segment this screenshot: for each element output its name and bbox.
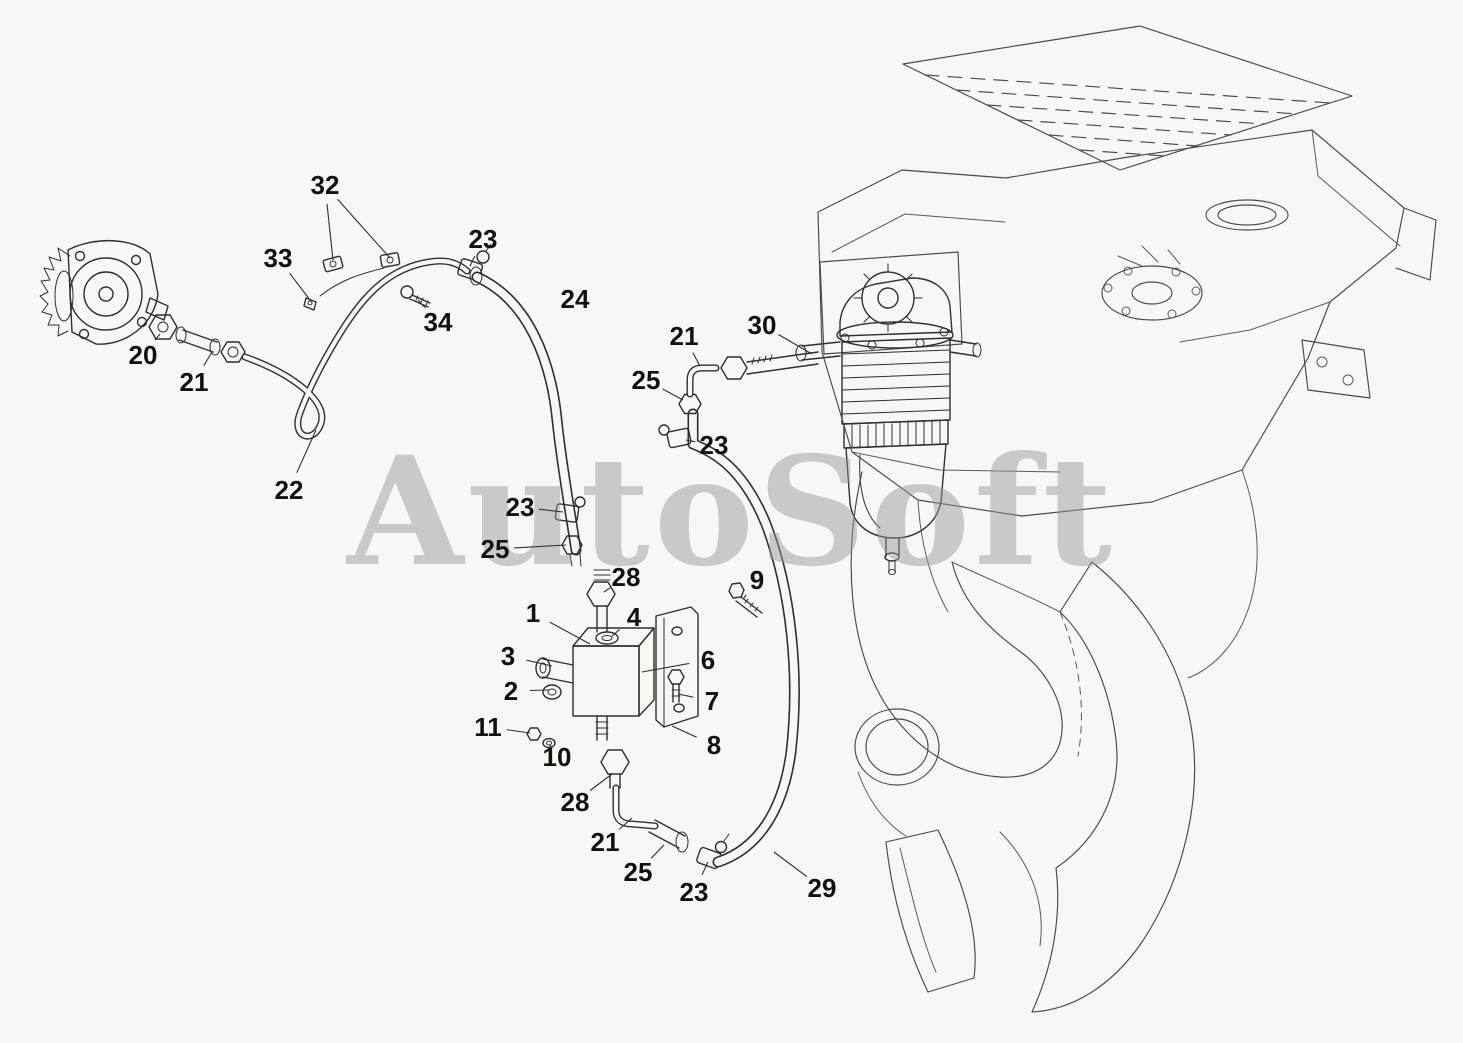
- callout-10: 10: [542, 742, 572, 772]
- filter-drawing: [795, 251, 982, 575]
- tank-structure-drawing: [817, 25, 1437, 1013]
- callout-7: 7: [704, 686, 720, 716]
- callout-23: 23: [468, 224, 498, 254]
- callout-21: 21: [590, 827, 620, 857]
- hose29-drawing: [658, 351, 819, 868]
- pump-fittings-drawing: [148, 314, 246, 363]
- callout-29: 29: [807, 873, 837, 903]
- callout-28: 28: [560, 787, 590, 817]
- callout-23: 23: [505, 492, 535, 522]
- callout-6: 6: [700, 645, 716, 675]
- callout-21: 21: [669, 321, 699, 351]
- valve-block-drawing: [526, 627, 655, 749]
- callout-2: 2: [503, 676, 519, 706]
- hose24-drawing: [469, 266, 616, 633]
- pump-drawing: [39, 240, 169, 345]
- callout-20: 20: [128, 340, 158, 370]
- callout-24: 24: [560, 284, 590, 314]
- callout-28: 28: [611, 562, 641, 592]
- callout-21: 21: [179, 367, 209, 397]
- callout-25: 25: [480, 534, 510, 564]
- callout-33: 33: [263, 243, 293, 273]
- callout-25: 25: [631, 365, 661, 395]
- callout-3: 3: [500, 641, 516, 671]
- callout-34: 34: [423, 307, 453, 337]
- callout-22: 22: [274, 475, 304, 505]
- steel-pipe-drawing: [241, 252, 471, 440]
- callout-1: 1: [525, 598, 541, 628]
- callout-11: 11: [474, 712, 502, 742]
- callout-9: 9: [749, 565, 765, 595]
- callout-8: 8: [706, 730, 722, 760]
- callout-25: 25: [623, 857, 653, 887]
- callout-4: 4: [626, 602, 642, 632]
- callout-23: 23: [699, 430, 729, 460]
- callout-32: 32: [310, 170, 340, 200]
- callout-23: 23: [679, 877, 709, 907]
- callout-30: 30: [747, 310, 777, 340]
